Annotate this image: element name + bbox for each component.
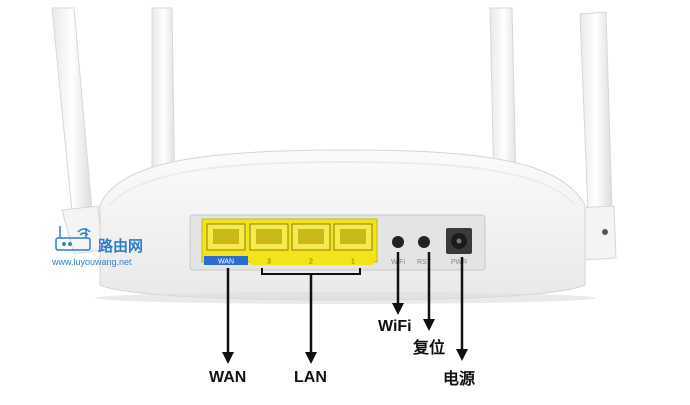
callout-wifi: WiFi bbox=[378, 318, 412, 335]
lan-port-label-2: 2 bbox=[309, 259, 313, 266]
reset-button bbox=[418, 236, 430, 248]
wifi-arrowhead bbox=[392, 303, 404, 315]
wan-panel-label: WAN bbox=[218, 259, 234, 266]
power-arrowhead bbox=[456, 349, 468, 361]
callout-wan: WAN bbox=[209, 369, 247, 386]
rst-panel-label: RST bbox=[417, 259, 432, 266]
callout-lan: LAN bbox=[294, 369, 327, 386]
callout-power: 电源 bbox=[443, 371, 476, 388]
lan-arrowhead bbox=[305, 352, 317, 364]
watermark-url: www.luyouwang.net bbox=[52, 257, 132, 267]
wan-arrowhead bbox=[222, 352, 234, 364]
lan-port-2 bbox=[291, 223, 331, 251]
lan-port-label-1: 1 bbox=[351, 259, 355, 266]
lan-port-1 bbox=[333, 223, 373, 251]
wan-port bbox=[206, 223, 246, 251]
callout-arrows bbox=[222, 252, 468, 364]
reset-arrowhead bbox=[423, 319, 435, 331]
rear-panel: WAN 3 2 1 WiFi RST PWR bbox=[189, 214, 486, 271]
callout-reset: 复位 bbox=[413, 340, 446, 357]
watermark-title: 路由网 bbox=[98, 237, 144, 255]
router-logo-icon bbox=[55, 226, 91, 251]
pwr-panel-label: PWR bbox=[451, 259, 467, 266]
wifi-button bbox=[392, 236, 404, 248]
antenna-left-outer bbox=[51, 7, 103, 255]
lan-port-label-3: 3 bbox=[267, 259, 271, 266]
lan-port-3 bbox=[249, 223, 289, 251]
